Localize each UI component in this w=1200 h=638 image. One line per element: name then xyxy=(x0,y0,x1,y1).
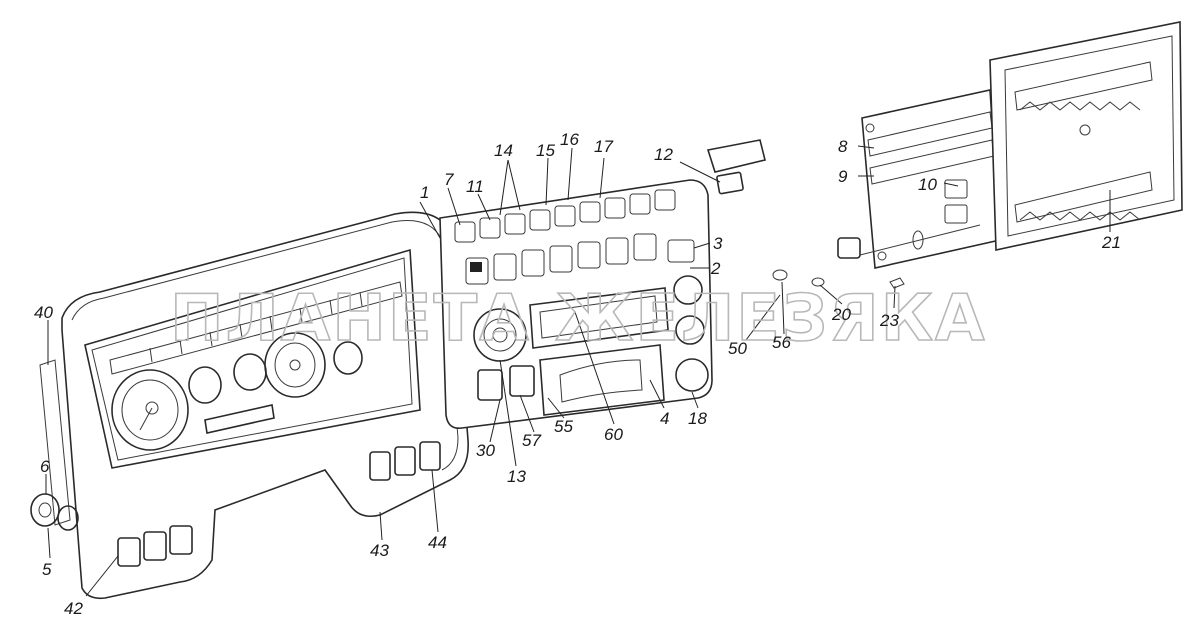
callout-50: 50 xyxy=(728,339,747,358)
callout-23: 23 xyxy=(879,311,899,330)
small-fasteners xyxy=(772,224,981,289)
callout-7: 7 xyxy=(444,170,454,189)
callout-57: 57 xyxy=(522,431,541,450)
callout-40: 40 xyxy=(34,303,53,322)
lower-right-switch-group xyxy=(369,441,441,481)
watermark-text: ПЛАНЕТА ЖЕЛЕЗЯКА xyxy=(170,282,987,356)
center-switch-panel xyxy=(439,179,713,430)
lower-left-switch-group xyxy=(117,525,193,567)
callout-10: 10 xyxy=(918,175,937,194)
callout-2: 2 xyxy=(710,259,721,278)
callout-18: 18 xyxy=(688,409,707,428)
callout-17: 17 xyxy=(594,137,613,156)
callout-13: 13 xyxy=(507,467,526,486)
callout-21: 21 xyxy=(1101,233,1121,252)
electronic-board xyxy=(989,21,1183,251)
callout-14: 14 xyxy=(494,141,513,160)
callout-30: 30 xyxy=(476,441,495,460)
instrument-cluster-housing xyxy=(39,211,469,600)
callout-20: 20 xyxy=(831,305,851,324)
callout-6: 6 xyxy=(40,457,50,476)
callout-12: 12 xyxy=(654,145,673,164)
leader-lines xyxy=(45,145,1111,597)
side-connector xyxy=(30,493,79,531)
callout-15: 15 xyxy=(536,141,555,160)
callout-11: 11 xyxy=(466,177,484,196)
top-plug xyxy=(706,139,766,195)
callout-1: 1 xyxy=(420,183,429,202)
relay-plate xyxy=(861,89,1001,269)
callout-labels: 1 2 3 4 5 6 7 8 9 10 11 12 13 14 15 16 1… xyxy=(34,130,1121,618)
callout-42: 42 xyxy=(64,599,83,618)
callout-8: 8 xyxy=(838,137,848,156)
callout-43: 43 xyxy=(370,541,389,560)
callout-9: 9 xyxy=(838,167,848,186)
callout-3: 3 xyxy=(713,234,723,253)
callout-60: 60 xyxy=(604,425,623,444)
callout-4: 4 xyxy=(660,409,669,428)
callout-56: 56 xyxy=(772,333,791,352)
callout-5: 5 xyxy=(42,560,52,579)
callout-16: 16 xyxy=(560,130,579,149)
callout-55: 55 xyxy=(554,417,573,436)
callout-44: 44 xyxy=(428,533,447,552)
